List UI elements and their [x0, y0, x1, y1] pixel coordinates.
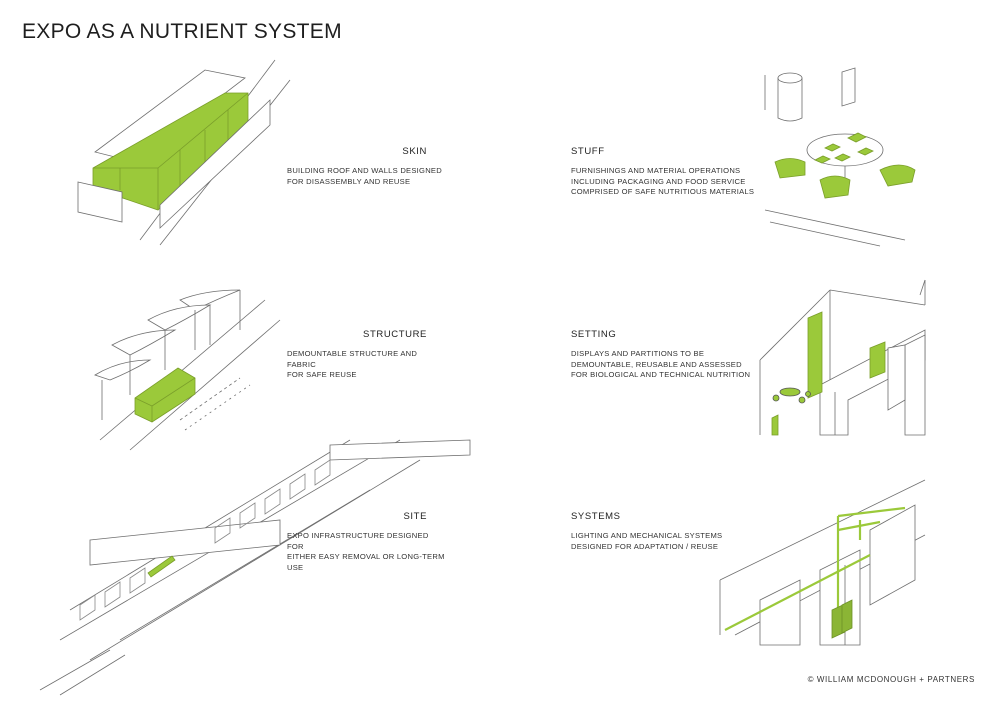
systems-description: LIGHTING AND MECHANICAL SYSTEMS DESIGNED… [571, 531, 723, 551]
site-description: EXPO INFRASTRUCTURE DESIGNED FOR EITHER … [287, 531, 445, 572]
site-illustration [39, 439, 471, 696]
site-heading: SITE [403, 511, 427, 522]
setting-description: DISPLAYS AND PARTITIONS TO BE DEMOUNTABL… [571, 349, 751, 379]
stuff-description: FURNISHINGS AND MATERIAL OPERATIONS INCL… [571, 166, 755, 196]
setting-illustration [759, 279, 926, 436]
structure-heading: STRUCTURE [363, 329, 427, 340]
setting-heading: SETTING [571, 329, 617, 340]
site-panel: SITE EXPO INFRASTRUCTURE DESIGNED FOR EI… [287, 511, 447, 573]
copyright-footer: © WILLIAM MCDONOUGH + PARTNERS [807, 675, 975, 684]
structure-illustration [94, 289, 281, 451]
stuff-panel: STUFF FURNISHINGS AND MATERIAL OPERATION… [571, 146, 761, 198]
skin-description: BUILDING ROOF AND WALLS DESIGNED FOR DIS… [287, 166, 442, 186]
systems-heading: SYSTEMS [571, 511, 621, 522]
stuff-heading: STUFF [571, 146, 605, 157]
structure-panel: STRUCTURE DEMOUNTABLE STRUCTURE AND FABR… [287, 329, 447, 381]
setting-panel: SETTING DISPLAYS AND PARTITIONS TO BE DE… [571, 329, 761, 381]
skin-illustration [77, 59, 291, 246]
skin-panel: SKIN BUILDING ROOF AND WALLS DESIGNED FO… [287, 146, 447, 187]
page-title: EXPO AS A NUTRIENT SYSTEM [22, 20, 342, 43]
systems-panel: SYSTEMS LIGHTING AND MECHANICAL SYSTEMS … [571, 511, 761, 552]
systems-illustration [719, 479, 926, 646]
structure-description: DEMOUNTABLE STRUCTURE AND FABRIC FOR SAF… [287, 349, 418, 379]
stuff-illustration [764, 67, 916, 247]
skin-heading: SKIN [402, 146, 427, 157]
